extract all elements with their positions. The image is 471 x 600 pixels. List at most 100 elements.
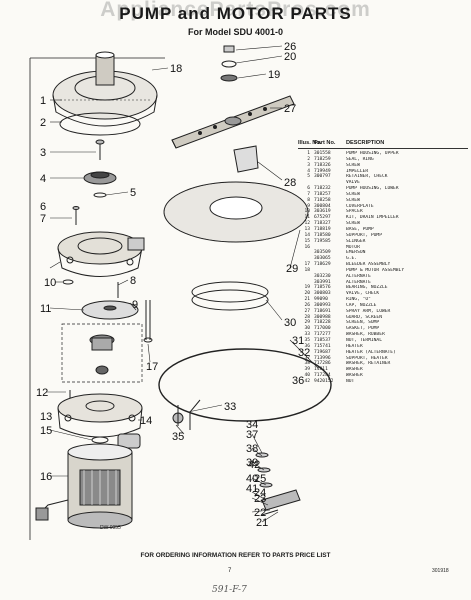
row-part-no: 719949 — [314, 168, 331, 174]
row-illus-no: 6 — [307, 186, 310, 192]
callout-33: 33 — [224, 401, 236, 413]
row-description: VALVE — [346, 180, 360, 186]
row-illus-no: 9 — [307, 203, 310, 209]
row-part-no: 9420152 — [314, 378, 334, 384]
watermark: AppliancePartsPros.com — [100, 0, 371, 21]
row-illus-no: 39 — [304, 367, 310, 373]
callout-13: 13 — [40, 411, 52, 423]
callout-16: 16 — [40, 471, 52, 483]
row-illus-no: 10 — [304, 209, 310, 215]
leader-lines — [46, 45, 319, 523]
row-description: HEATER (ALTERNATE) — [346, 349, 396, 355]
retainer-check-valve — [93, 192, 107, 198]
callout-21: 21 — [256, 517, 268, 529]
diagram-id: DW 0955 — [100, 525, 121, 531]
screw-3 — [95, 139, 105, 160]
callout-37: 37 — [246, 429, 258, 441]
row-illus-no: 3 — [307, 162, 310, 168]
parts-table-header: Illus. No. Part No. DESCRIPTION — [298, 140, 468, 147]
header-illus-no: Illus. No. — [298, 140, 322, 146]
row-illus-no: 5 — [307, 174, 310, 180]
row-description: MOTOR — [346, 244, 360, 250]
row-illus-no: 30 — [304, 326, 310, 332]
row-part-no: 717277 — [314, 332, 331, 338]
callout-36: 36 — [292, 375, 304, 387]
row-part-no: 300988 — [314, 314, 331, 320]
heater-washers — [255, 452, 301, 516]
row-part-no: 718576 — [314, 285, 331, 291]
row-illus-no: 4 — [307, 168, 310, 174]
row-part-no: 300993 — [314, 302, 331, 308]
row-illus-no: 15 — [304, 238, 310, 244]
row-description: KIT, DRAIN IMPELLER — [346, 215, 399, 221]
row-illus-no: 38 — [304, 361, 310, 367]
row-description: BASE, PUMP — [346, 226, 374, 232]
callout-41: 41 — [246, 483, 258, 495]
callout-34: 34 — [246, 419, 258, 431]
row-description: HEATER — [346, 343, 363, 349]
row-description: NUT — [346, 378, 355, 384]
callout-1: 1 — [40, 95, 46, 107]
impeller — [83, 171, 117, 185]
motor — [35, 443, 133, 529]
row-description: RETAINER, CHECK — [346, 174, 388, 180]
terminal-nut — [172, 405, 184, 426]
row-part-no: 718257 — [314, 191, 331, 197]
row-part-no: 713996 — [314, 355, 331, 361]
row-description: WASHER — [346, 373, 363, 379]
screw-7 — [72, 206, 80, 225]
row-illus-no: 29 — [304, 320, 310, 326]
row-description: IMPELLER — [346, 168, 369, 174]
row-illus-no: 2 — [307, 156, 310, 162]
callout-30: 30 — [284, 317, 296, 329]
callout-35: 35 — [172, 431, 184, 443]
callout-26: 26 — [284, 41, 296, 53]
row-illus-no: 14 — [304, 232, 310, 238]
row-illus-no: 28 — [304, 314, 310, 320]
row-description: WASHER — [346, 367, 363, 373]
row-description: SPACER — [346, 209, 363, 215]
row-part-no: 718691 — [314, 308, 331, 314]
row-description: ALTERNATE — [346, 273, 371, 279]
row-part-no: 303509 — [314, 250, 331, 256]
row-part-no: 718259 — [314, 156, 331, 162]
row-illus-no: 8 — [307, 197, 310, 203]
row-part-no: 301558 — [314, 151, 331, 156]
lower-pump-housing — [57, 231, 145, 277]
callout-39: 39 — [246, 457, 258, 469]
row-illus-no: 26 — [304, 302, 310, 308]
row-part-no: 717286 — [314, 361, 331, 367]
row-part-no: 719585 — [314, 238, 331, 244]
callout-5: 5 — [130, 187, 136, 199]
row-part-no: 303230 — [314, 273, 331, 279]
callout-20: 20 — [284, 51, 296, 63]
row-description: G.E. — [346, 256, 358, 262]
row-illus-no: 18 — [304, 267, 310, 273]
row-description: GUARD, SCREEN — [346, 314, 382, 320]
row-illus-no: 19 — [304, 285, 310, 291]
row-description: SLINGER — [346, 238, 366, 244]
row-part-no: 718228 — [314, 320, 331, 326]
callout-38: 38 — [246, 443, 258, 455]
